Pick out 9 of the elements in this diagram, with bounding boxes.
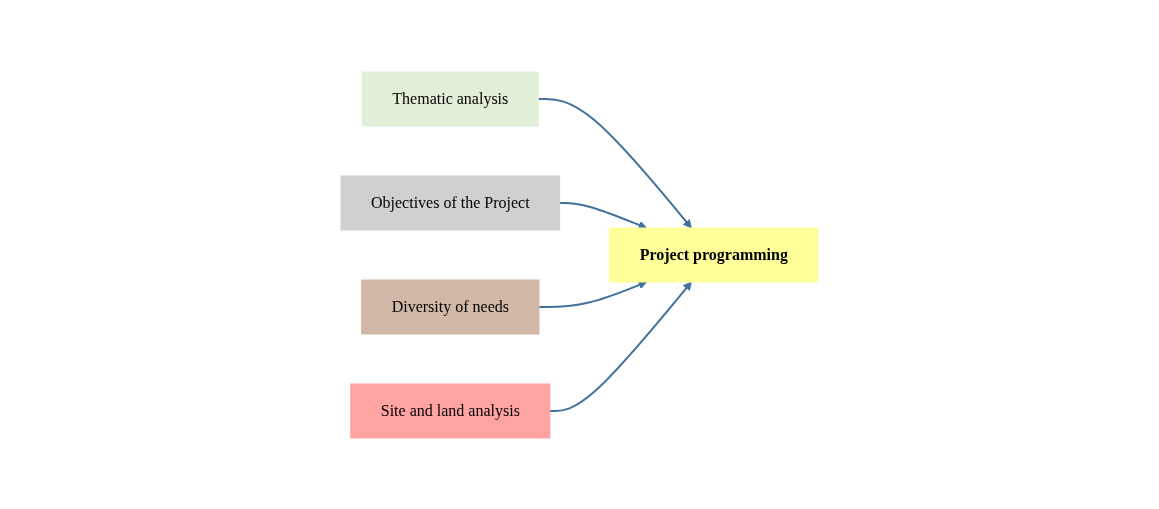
node-box: Diversity of needs	[361, 279, 540, 334]
arrow	[538, 280, 648, 308]
arrow	[548, 281, 692, 412]
node-box: Site and land analysis	[350, 383, 551, 438]
arrow	[558, 201, 648, 229]
node-box: Project programming	[609, 227, 819, 282]
arrow	[537, 97, 692, 228]
node-box: Thematic analysis	[361, 71, 539, 126]
node-box: Objectives of the Project	[340, 175, 561, 230]
